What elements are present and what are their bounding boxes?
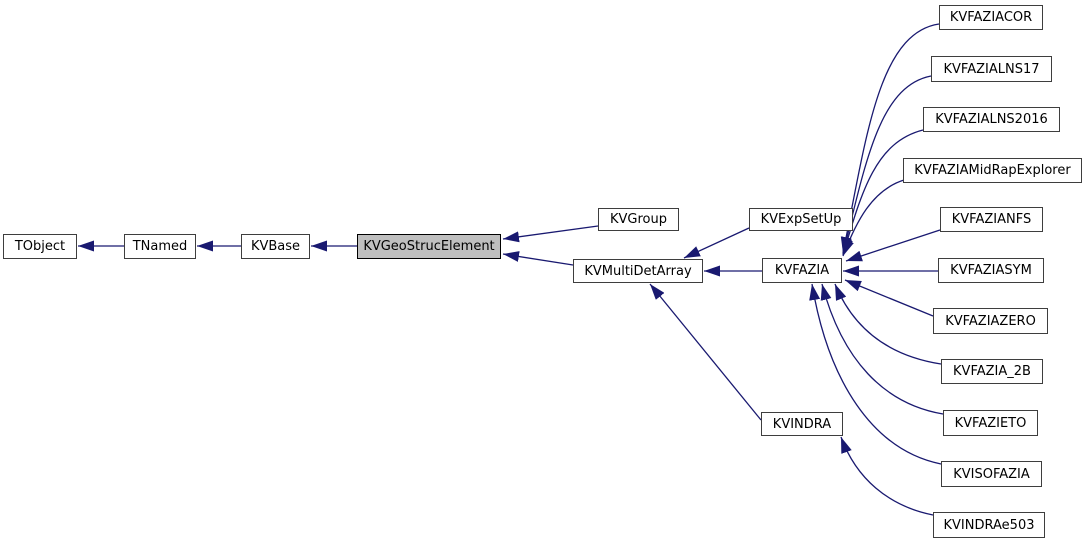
class-node-kvfazialns17[interactable]: KVFAZIALNS17: [931, 56, 1052, 82]
class-node-kvfaziamidrap[interactable]: KVFAZIAMidRapExplorer: [903, 158, 1082, 183]
class-node-kvindra[interactable]: KVINDRA: [761, 412, 843, 436]
class-node-label: KVFAZIAZERO: [945, 313, 1036, 329]
inheritance-edge-kvfazianfs-to-kvfazia: [845, 229, 941, 262]
class-node-label: KVFAZIALNS2016: [935, 112, 1048, 127]
class-node-label: KVFAZIANFS: [951, 212, 1032, 227]
class-node-kvexpsetup[interactable]: KVExpSetUp: [749, 208, 853, 231]
class-node-label: KVISOFAZIA: [953, 466, 1030, 482]
class-node-label: KVExpSetUp: [760, 212, 842, 227]
class-node-kvfaziasym[interactable]: KVFAZIASYM: [938, 258, 1044, 283]
inheritance-edge-kvisofazia-to-kvfazia: [809, 283, 942, 465]
inheritance-edge-kvfazialns2016-to-kvfazia: [842, 129, 924, 256]
class-node-kvfaziazero[interactable]: KVFAZIAZERO: [933, 308, 1048, 334]
class-node-label: TObject: [14, 239, 66, 254]
class-node-label: KVGeoStrucElement: [363, 239, 495, 254]
class-node-tnamed[interactable]: TNamed: [124, 234, 196, 259]
class-node-label: KVBase: [250, 239, 301, 254]
class-node-label: KVFAZIACOR: [949, 10, 1033, 25]
inheritance-edge-kvmultidetarray-to-kvgeostrucelement: [502, 251, 574, 266]
class-node-label: KVINDRA: [772, 416, 832, 432]
class-node-label: KVFAZIA_2B: [953, 364, 1031, 379]
inheritance-edge-kvfazieto-to-kvfazia: [820, 283, 944, 415]
class-node-kvisofazia[interactable]: KVISOFAZIA: [941, 461, 1042, 487]
inheritance-edge-kvfaziamidrap-to-kvfazia: [842, 179, 905, 257]
inheritance-edge-kvfaziacor-to-kvfazia: [840, 23, 940, 254]
class-node-kvmultidetarray[interactable]: KVMultiDetArray: [573, 259, 703, 283]
class-node-label: KVFAZIA: [774, 263, 830, 278]
class-node-kvfazieto[interactable]: KVFAZIETO: [943, 410, 1038, 436]
inheritance-edge-kvgroup-to-kvgeostrucelement: [502, 225, 599, 243]
inheritance-edge-kvindrae503-to-kvindra: [840, 436, 934, 516]
class-node-label: KVFAZIETO: [954, 415, 1027, 431]
inheritance-edge-kvexpsetup-to-kvmultidetarray: [683, 227, 750, 259]
class-node-kvfaziacor[interactable]: KVFAZIACOR: [939, 5, 1043, 30]
class-node-label: KVFAZIAMidRapExplorer: [914, 163, 1071, 178]
class-node-kvfazianfs[interactable]: KVFAZIANFS: [940, 207, 1043, 232]
class-node-kvgeostrucelement: KVGeoStrucElement: [357, 234, 501, 259]
inheritance-edge-kvindra-to-kvmultidetarray: [649, 283, 762, 421]
class-node-kvfazia_2b[interactable]: KVFAZIA_2B: [941, 359, 1043, 384]
class-node-kvfazia[interactable]: KVFAZIA: [762, 258, 842, 283]
class-node-label: KVFAZIASYM: [950, 263, 1032, 278]
class-node-label: KVFAZIALNS17: [943, 61, 1040, 77]
class-node-label: TNamed: [132, 239, 188, 254]
class-node-tobject[interactable]: TObject: [3, 234, 77, 259]
class-node-kvfazialns2016[interactable]: KVFAZIALNS2016: [923, 107, 1060, 132]
inheritance-edge-kvfaziazero-to-kvfazia: [844, 279, 934, 317]
class-node-kvgroup[interactable]: KVGroup: [598, 208, 679, 231]
class-node-label: KVINDRAe503: [943, 517, 1035, 533]
class-node-label: KVMultiDetArray: [584, 263, 692, 279]
class-node-kvindrae503[interactable]: KVINDRAe503: [933, 512, 1045, 538]
inheritance-edge-kvfazia_2b-to-kvfazia: [834, 283, 942, 365]
class-node-label: KVGroup: [610, 212, 667, 227]
class-node-kvbase[interactable]: KVBase: [241, 234, 310, 259]
